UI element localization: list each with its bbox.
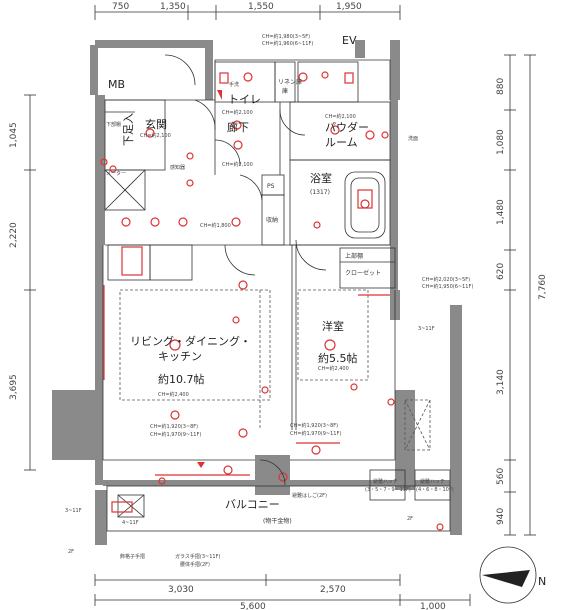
powder-label-2: ルーム [325, 136, 358, 149]
dim-left-3: 3,695 [9, 374, 19, 400]
balcony-note-label: (物干金物) [263, 517, 292, 525]
storage-label: 収納 [266, 216, 278, 224]
note-rail-3: 腰体手摺(2F) [180, 561, 210, 568]
walls [52, 40, 462, 545]
ps-label: PS [267, 183, 275, 190]
note-floor-2f-right: 2F [407, 516, 413, 522]
dim-top-1: 750 [112, 2, 129, 12]
note-ch-2400b: CH=約2,400 [318, 365, 349, 372]
western-size-label: 約5.5帖 [318, 351, 358, 365]
mb-label: MB [108, 78, 125, 91]
note-meter: メーター [106, 170, 126, 177]
balcony-label: バルコニー [225, 498, 280, 511]
dim-bottom-outer-1: 5,600 [240, 602, 266, 610]
dim-left-1: 1,045 [9, 122, 19, 148]
dim-right-6: 560 [496, 468, 506, 485]
note-ch-2100b: CH=約2,100 [140, 132, 171, 139]
dim-right-4: 620 [496, 263, 506, 280]
dim-right-total: 7,760 [538, 274, 548, 300]
room-labels: EV MB トイレ リネン庫 庫 玄関 下足入 廊下 パウダー ルーム PS 収… [108, 34, 381, 525]
note-floor-2f-left: 2F [68, 549, 74, 555]
dim-right-3: 1,480 [496, 199, 506, 225]
note-hatch-2a: 避難ハッチ [420, 478, 445, 485]
bath-size-label: (1317) [310, 189, 330, 196]
note-floor-3-11-left: 3~11F [65, 508, 82, 514]
note-ch-closet-2: CH=約1,950(6~11F) [422, 283, 473, 290]
dim-top-2: 1,350 [160, 2, 186, 12]
entrance-label: 玄関 [145, 117, 167, 131]
bath-label: 浴室 [310, 171, 332, 185]
dim-right-5: 3,140 [496, 369, 506, 395]
top-dimensions: 750 1,350 1,550 1,950 [94, 2, 401, 20]
note-ch-w-1: CH=約1,920(3~8F) [290, 422, 338, 429]
partitions [102, 59, 451, 532]
north-arrow: N [479, 546, 546, 604]
dim-top-4: 1,950 [336, 2, 362, 12]
note-kitchen-ch: CH=約1,800 [200, 222, 231, 229]
dim-bottom-inner-2: 2,570 [320, 585, 346, 595]
left-dimensions: 1,045 2,220 3,695 [9, 94, 36, 471]
door-swings [164, 54, 327, 486]
powder-label: パウダー [325, 120, 369, 134]
note-ch-top-2: CH=約1,960(6~11F) [262, 40, 313, 47]
note-hatch-1b: (3・5・7・9・11F) [365, 487, 411, 493]
note-ch-2100d: CH=約2,100 [325, 113, 356, 120]
ldk-size-label: 約10.7帖 [158, 372, 205, 386]
note-ch-top-1: CH=約1,980(3~5F) [262, 33, 310, 40]
note-ch-closet-1: CH=約2,020(3~5F) [422, 276, 470, 283]
note-ch-ldk-2: CH=約1,970(9~11F) [150, 431, 201, 438]
note-sense: 感知器 [170, 164, 185, 171]
electrical-fixtures [100, 71, 444, 531]
dim-top-3: 1,550 [248, 2, 274, 12]
closet-label: クローゼット [345, 269, 381, 277]
note-hatch-1a: 避難ハッチ [373, 478, 398, 485]
note-rail-2: ガラス手摺(3~11F) [175, 553, 220, 560]
note-ch-ldk-1: CH=約1,920(3~8F) [150, 423, 198, 430]
closet-top-label: 上部棚 [345, 252, 363, 260]
ldk-label-2: キッチン [158, 350, 202, 363]
note-ladder: 避難はしご(2F) [292, 492, 327, 499]
note-floor-4-11: 4~11F [122, 520, 139, 526]
note-floor-3-11-right: 3~11F [418, 326, 435, 332]
dim-bottom-inner-1: 3,030 [168, 585, 194, 595]
note-ch-2100c: CH=約2,100 [222, 161, 253, 168]
note-ch-2100a: CH=約2,100 [222, 109, 253, 116]
toilet-label: トイレ [228, 93, 261, 106]
linen-label: リネン庫 [278, 78, 302, 86]
shoe-label: 下足入 [122, 113, 135, 146]
dim-bottom-outer-2: 1,000 [420, 602, 446, 610]
annotations: CH=約1,980(3~5F) CH=約1,960(6~11F) CH=約2,1… [65, 33, 473, 568]
note-ch-2400a: CH=約2,400 [158, 391, 189, 398]
note-shelf: 下部棚 [106, 121, 121, 128]
dim-left-2: 2,220 [9, 222, 19, 248]
dim-right-7: 940 [496, 508, 506, 525]
hall-label: 廊下 [227, 120, 249, 134]
note-wash: 洗面 [408, 135, 418, 142]
note-hand-wash: 手洗 [229, 81, 239, 88]
ev-label: EV [342, 34, 357, 47]
ldk-label: リビング・ダイニング・ [130, 334, 251, 348]
note-rail-1: 飾格子手摺 [120, 553, 145, 560]
dim-right-1: 880 [496, 78, 506, 95]
north-arrow-icon [482, 570, 530, 587]
linen-label-2: 庫 [282, 87, 288, 95]
north-label: N [538, 575, 546, 588]
dim-right-2: 1,080 [496, 129, 506, 155]
bottom-dimensions: 3,030 2,570 5,600 1,000 [94, 574, 471, 610]
right-dimensions: 880 1,080 1,480 620 3,140 560 940 7,760 [496, 54, 548, 536]
note-ch-w-2: CH=約1,970(9~11F) [290, 430, 341, 437]
western-label: 洋室 [322, 319, 344, 333]
note-hatch-2b: (4・6・8・10F) [416, 487, 454, 493]
